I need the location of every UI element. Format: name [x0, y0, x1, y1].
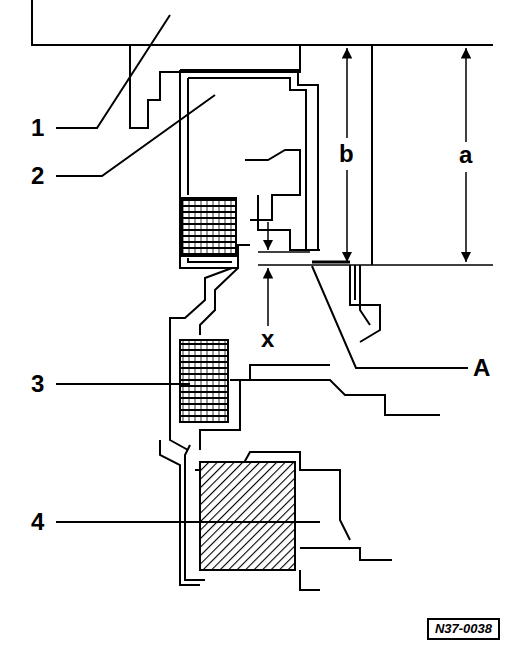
callout-label: b: [338, 142, 355, 166]
callout-label: 3: [30, 372, 45, 396]
figure-number-box: N37-0038: [427, 618, 500, 640]
clutch-pack: [182, 198, 236, 256]
figure-number: N37-0038: [429, 620, 498, 638]
callout-label: 1: [30, 116, 45, 140]
dimension-lines: [258, 48, 493, 326]
housing-outline: [32, 0, 493, 590]
callout-label: 4: [30, 510, 45, 534]
callout-label: x: [260, 327, 275, 351]
clutch-pack: [180, 340, 228, 422]
callout-label: a: [458, 143, 473, 167]
clutch-pack: [200, 462, 295, 570]
callout-label: 2: [30, 164, 45, 188]
leader-lines: [56, 15, 468, 522]
callout-label: A: [472, 356, 491, 380]
